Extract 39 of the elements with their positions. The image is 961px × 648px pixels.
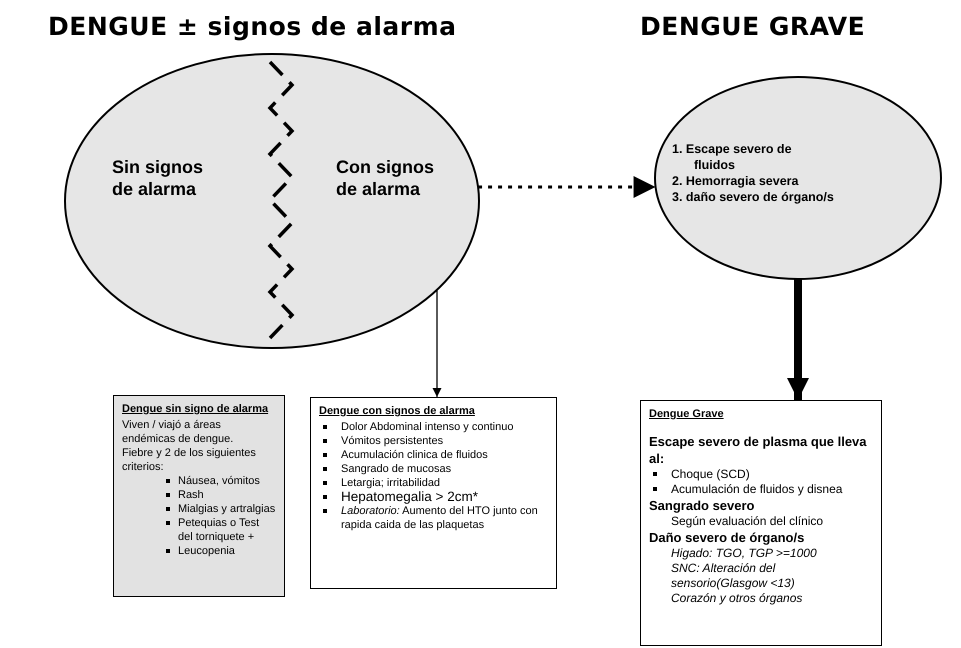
- diagram-heading: DENGUE ± signos de alarma: [48, 12, 457, 41]
- text-box: [310, 397, 557, 589]
- dotted-arrow: [478, 176, 656, 198]
- list-item: Laboratorio: Aumento del HTO junto con rapida caida de las plaquetas: [319, 504, 548, 532]
- thick-arrow: [787, 279, 809, 400]
- list-item: Rash: [122, 488, 276, 502]
- list-item: Náusea, vómitos: [122, 474, 276, 488]
- body-text: Fiebre y 2 de los siguientes criterios:: [122, 446, 257, 474]
- oval-label: Con signos de alarma: [336, 156, 435, 200]
- section-heading: Escape severo de plasma que lleva al:: [649, 433, 868, 467]
- list-item: Petequias o Test del torniquete +: [122, 516, 276, 544]
- list-item: Mialgias y artralgias: [122, 502, 276, 516]
- list-item: Choque (SCD): [649, 467, 873, 482]
- numbered-item: 3. daño severo de órgano/s: [672, 189, 835, 205]
- text-box: [113, 395, 285, 597]
- diagram-heading: DENGUE GRAVE: [640, 12, 866, 41]
- section-heading: Daño severo de órgano/s: [649, 529, 806, 546]
- list-item: Leucopenia: [122, 544, 276, 558]
- arrow: [432, 290, 442, 397]
- numbered-item: 1. Escape severo de fluidos: [672, 141, 793, 173]
- list-item: Dolor Abdominal intenso y continuo: [319, 420, 548, 434]
- oval-label: Sin signos de alarma: [112, 156, 204, 200]
- box-heading: Dengue sin signo de alarma: [122, 402, 270, 416]
- list-item: Vómitos persistentes: [319, 434, 548, 448]
- section-heading: Sangrado severo: [649, 497, 756, 514]
- body-text: Corazón y otros órganos: [670, 591, 804, 606]
- text-box: [640, 400, 882, 646]
- body-text: Higado: TGO, TGP >=1000: [670, 546, 818, 561]
- body-text: Según evaluación del clínico: [670, 514, 824, 529]
- list-item: Acumulación clinica de fluidos: [319, 448, 548, 462]
- body-text: Viven / viajó a áreas endémicas de dengue.: [122, 418, 234, 446]
- list-item: Acumulación de fluidos y disnea: [649, 482, 873, 497]
- list-item: Letargia; irritabilidad: [319, 476, 548, 490]
- numbered-item: 2. Hemorragia severa: [672, 173, 800, 189]
- box-heading: Dengue Grave: [649, 407, 725, 421]
- list-item: Hepatomegalia > 2cm*: [319, 490, 548, 504]
- box-heading: Dengue con signos de alarma: [319, 404, 476, 418]
- body-text: SNC: Alteración del sensorio(Glasgow <13): [670, 561, 796, 591]
- list-item: Sangrado de mucosas: [319, 462, 548, 476]
